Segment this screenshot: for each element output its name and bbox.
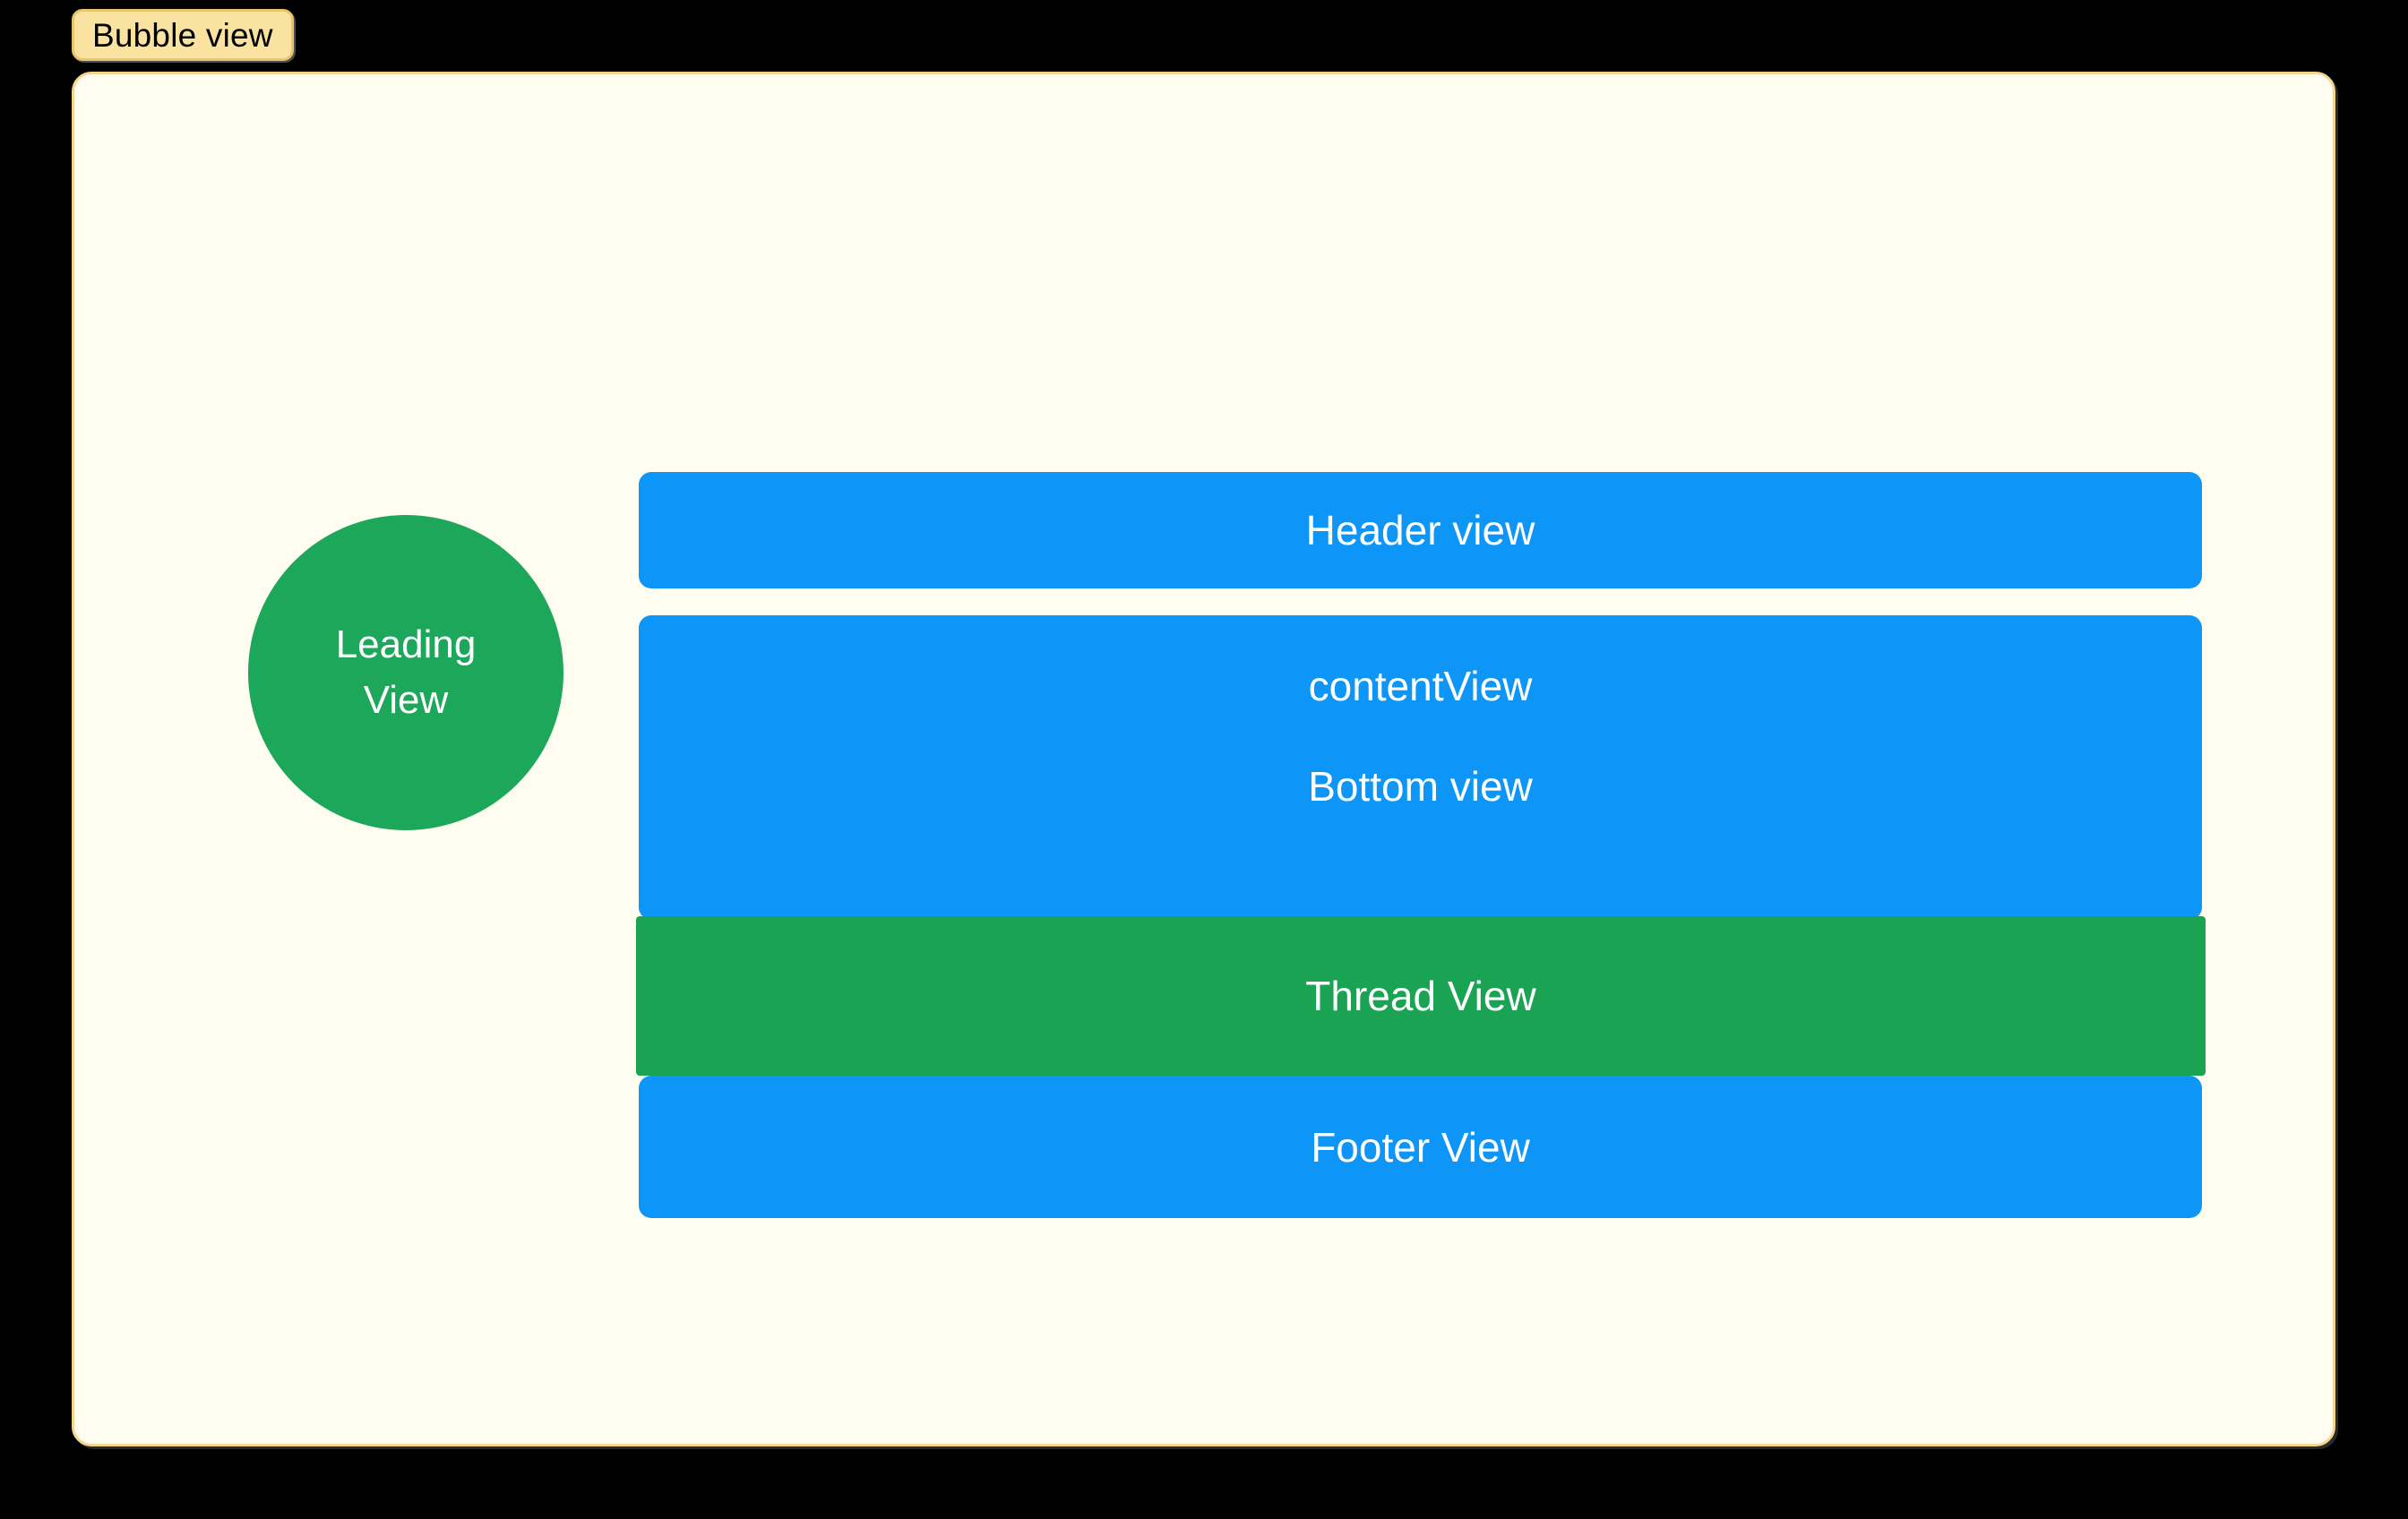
thread-view-bar[interactable]: Thread View <box>636 916 2206 1076</box>
leading-view-circle[interactable]: Leading View <box>248 515 563 830</box>
bubble-view-canvas: Leading View Header view contentView Bot… <box>72 72 2335 1446</box>
footer-view-bar[interactable]: Footer View <box>639 1076 2202 1218</box>
bottom-view-label: Bottom view <box>1308 763 1533 810</box>
leading-view-label-line2: View <box>363 678 449 722</box>
footer-view-label: Footer View <box>1311 1123 1530 1171</box>
header-view-bar[interactable]: Header view <box>639 472 2202 588</box>
thread-view-label: Thread View <box>1305 973 1536 1019</box>
bubble-view-tag[interactable]: Bubble view <box>72 9 294 61</box>
bubble-view-tag-label: Bubble view <box>92 16 273 54</box>
content-view-bar[interactable]: contentView Bottom view <box>639 615 2202 920</box>
content-view-label: contentView <box>1308 663 1533 709</box>
header-view-label: Header view <box>1305 507 1535 554</box>
leading-view-label-line1: Leading <box>335 622 477 666</box>
